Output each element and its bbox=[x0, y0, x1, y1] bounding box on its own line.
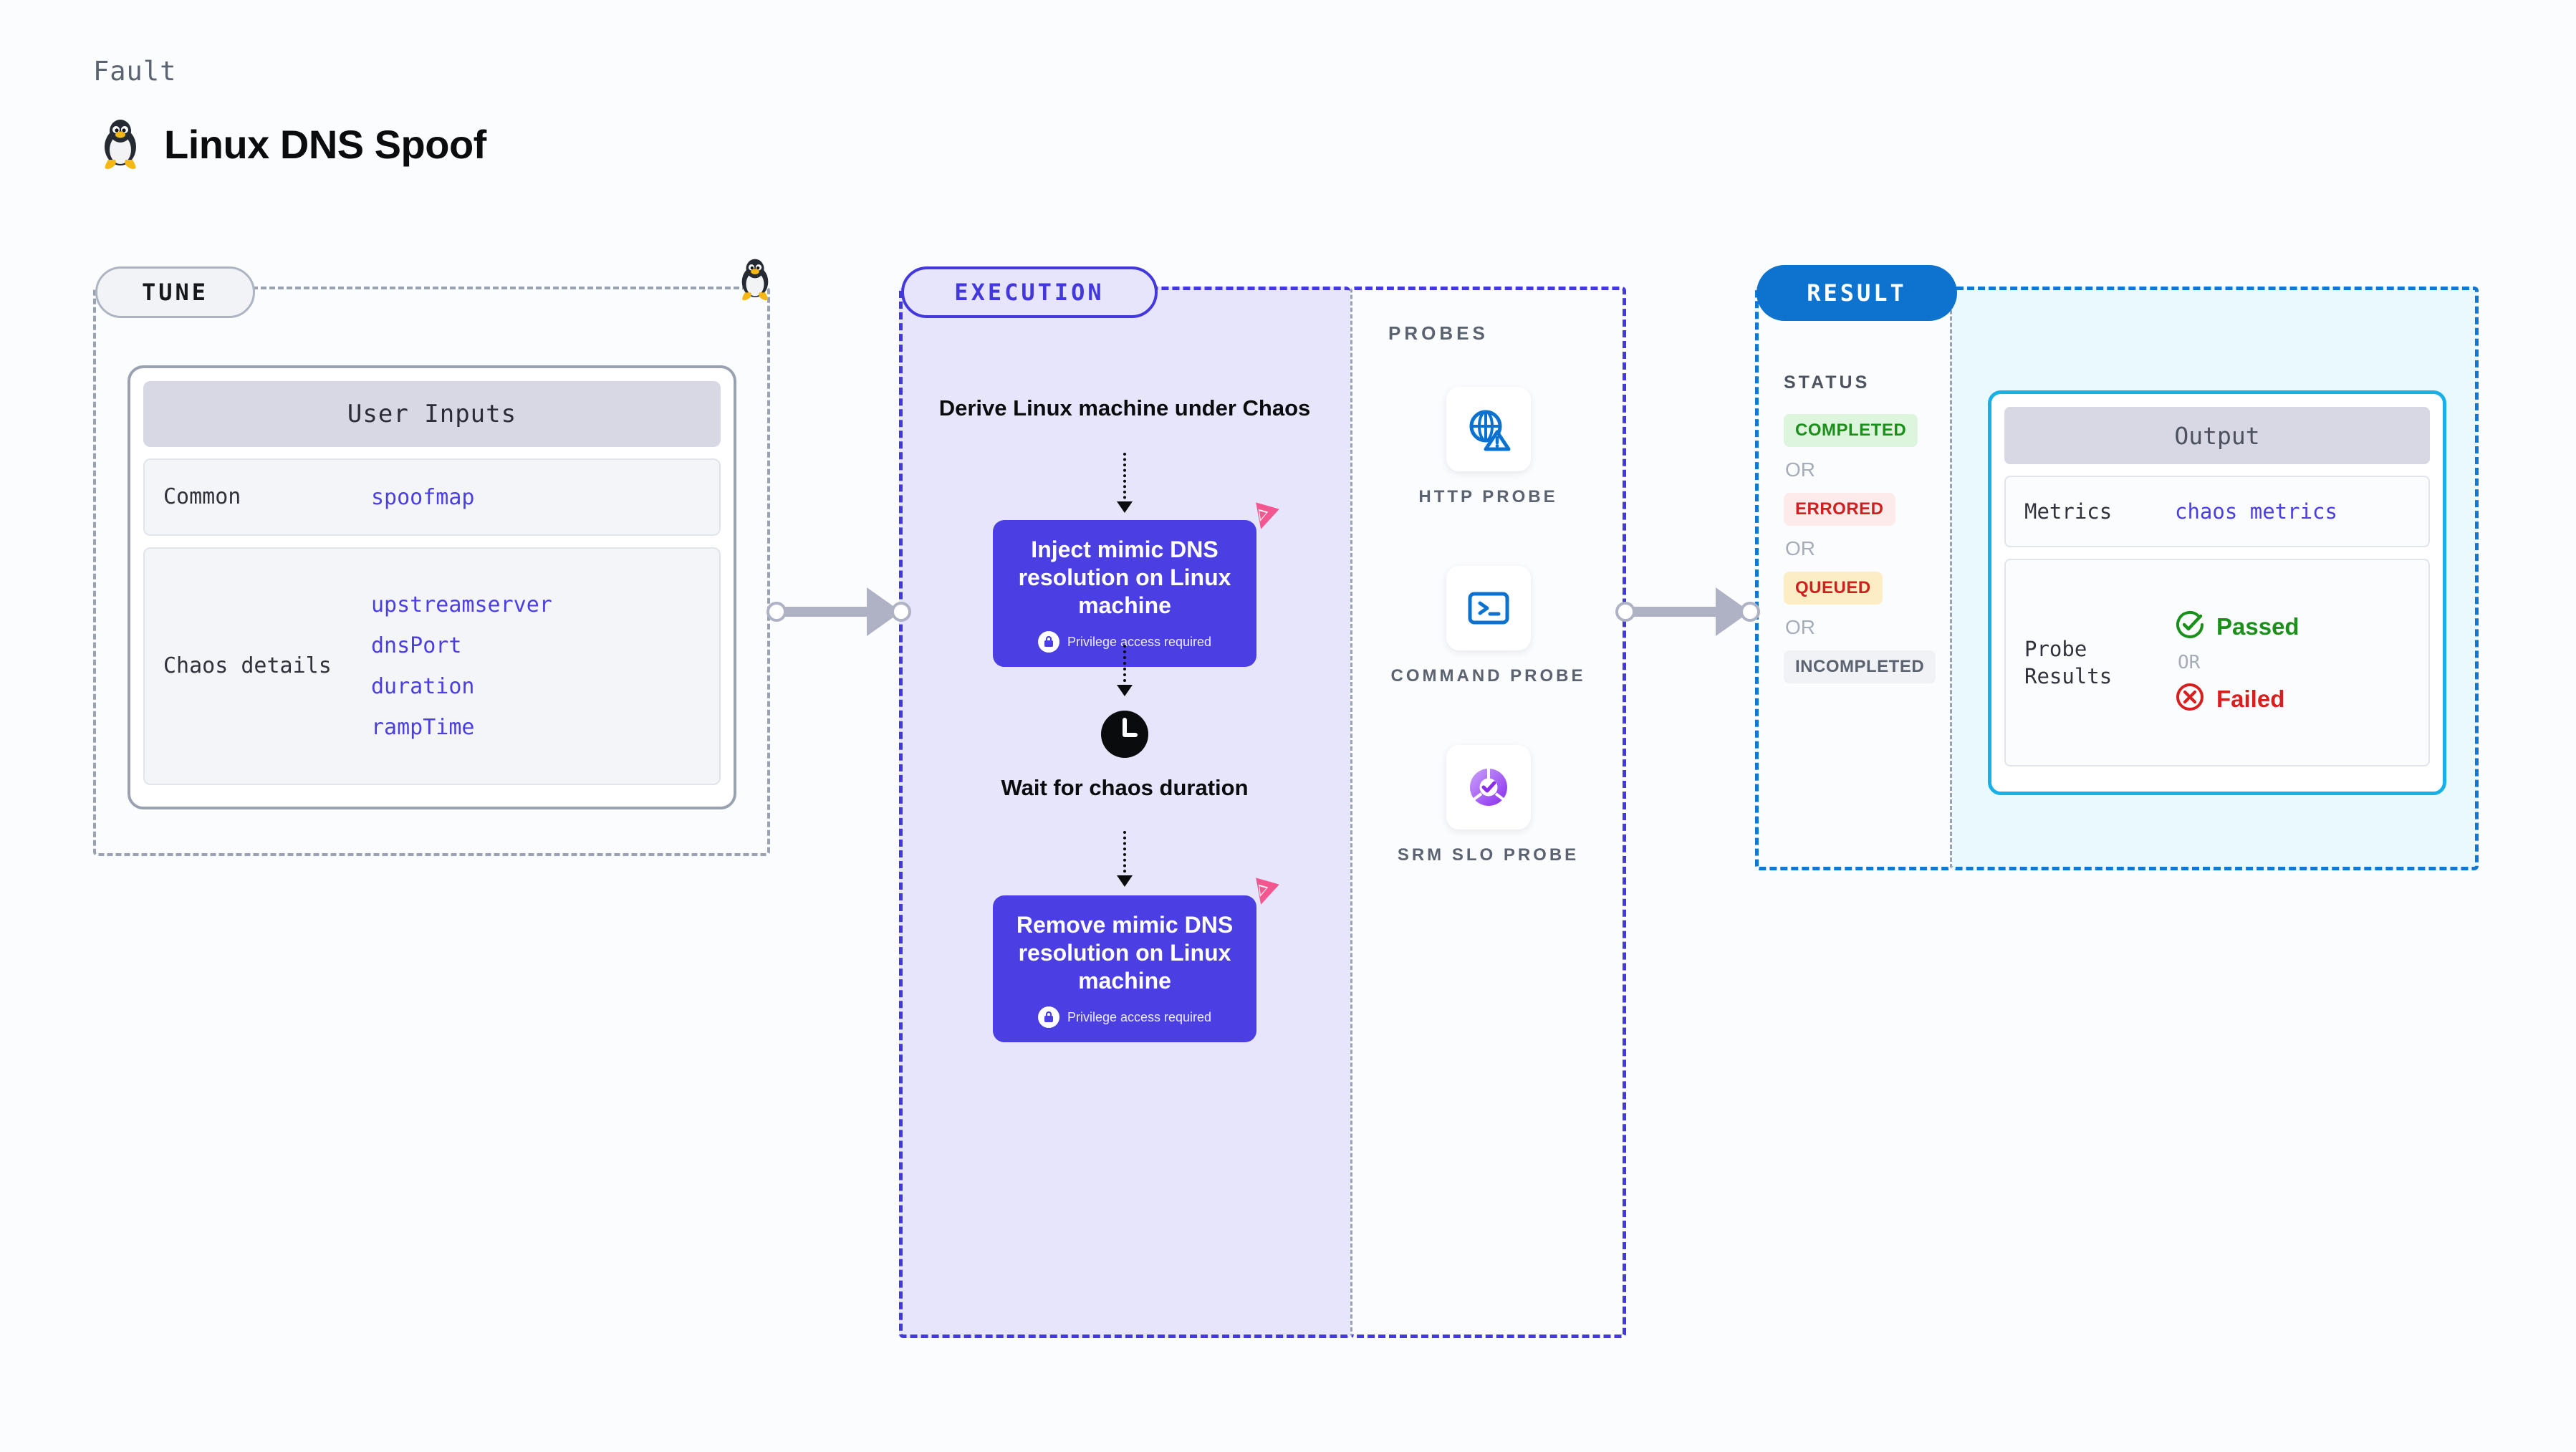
x-circle-icon bbox=[2175, 682, 2205, 716]
output-metrics-key: Metrics bbox=[2024, 499, 2113, 524]
lock-icon bbox=[1037, 631, 1059, 653]
fault-kicker: Fault bbox=[93, 56, 177, 87]
step-inject-dns[interactable]: Inject mimic DNS resolution on Linux mac… bbox=[993, 502, 1279, 668]
output-probe-results-values: Passed OR Failed bbox=[2175, 610, 2299, 716]
connector-line bbox=[1628, 607, 1716, 617]
probe-result-failed-label: Failed bbox=[2216, 685, 2285, 712]
step-remove-privilege-note: Privilege access required bbox=[1006, 1006, 1244, 1029]
tune-param-spoofmap[interactable]: spoofmap bbox=[371, 484, 475, 510]
slo-donut-check-icon bbox=[1446, 745, 1531, 830]
check-circle-icon bbox=[2175, 610, 2205, 643]
step-inject-privilege-text: Privilege access required bbox=[1067, 634, 1212, 649]
clock-icon bbox=[1100, 709, 1150, 759]
tune-param-upstreamserver[interactable]: upstreamserver bbox=[371, 592, 552, 617]
flow-arrowhead-3 bbox=[1117, 875, 1133, 887]
tune-row-chaos-details: Chaos details upstreamserver dnsPort dur… bbox=[143, 547, 721, 785]
tune-param-dnsport[interactable]: dnsPort bbox=[371, 633, 462, 658]
tune-linux-tux-icon bbox=[736, 258, 774, 304]
flow-arrowhead-1 bbox=[1117, 501, 1133, 513]
result-section-pill[interactable]: RESULT bbox=[1756, 265, 1957, 321]
status-badge-completed: COMPLETED bbox=[1784, 414, 1918, 447]
output-row-metrics: Metrics chaos metrics bbox=[2004, 476, 2430, 547]
status-badge-incompleted: INCOMPLETED bbox=[1784, 650, 1936, 683]
tune-row-common-key: Common bbox=[163, 484, 241, 509]
connector-end-dot bbox=[891, 602, 911, 622]
globe-warning-icon bbox=[1446, 387, 1531, 471]
flow-connector-2 bbox=[1123, 645, 1126, 688]
flow-arrowhead-2 bbox=[1117, 685, 1133, 696]
connector-start-dot bbox=[766, 602, 787, 622]
status-badge-errored: ERRORED bbox=[1784, 493, 1895, 526]
status-or-3: OR bbox=[1785, 616, 1815, 638]
tune-row-chaos-values: upstreamserver dnsPort duration rampTime bbox=[371, 592, 552, 740]
step-remove-privilege-text: Privilege access required bbox=[1067, 1009, 1212, 1024]
output-row-probe-results: Probe Results Passed OR bbox=[2004, 559, 2430, 766]
page-title: Linux DNS Spoof bbox=[164, 121, 486, 167]
execution-flow: Derive Linux machine under Chaos Inject … bbox=[899, 287, 1350, 1338]
litmus-badge-icon bbox=[1242, 875, 1279, 915]
flow-connector-3 bbox=[1123, 831, 1126, 878]
derive-machine-label: Derive Linux machine under Chaos bbox=[938, 395, 1311, 420]
tune-row-common: Common spoofmap bbox=[143, 458, 721, 536]
status-or-1: OR bbox=[1785, 458, 1815, 481]
output-card: Output Metrics chaos metrics Probe Resul… bbox=[1988, 390, 2446, 795]
user-inputs-card: User Inputs Common spoofmap Chaos detail… bbox=[128, 365, 736, 809]
output-metrics-value[interactable]: chaos metrics bbox=[2175, 499, 2337, 524]
litmus-badge-icon bbox=[1242, 500, 1279, 539]
status-badge-queued: QUEUED bbox=[1784, 572, 1883, 605]
connector-end-dot bbox=[1740, 602, 1760, 622]
page-title-row: Linux DNS Spoof bbox=[98, 118, 486, 170]
wait-duration-label: Wait for chaos duration bbox=[1001, 775, 1249, 800]
probe-http-caption: HTTP PROBE bbox=[1418, 487, 1558, 506]
connector-line bbox=[779, 607, 867, 617]
probe-srm-slo[interactable]: SRM SLO PROBE bbox=[1350, 745, 1626, 866]
connector-probes-to-result bbox=[1615, 587, 1760, 636]
tune-row-chaos-key: Chaos details bbox=[163, 653, 332, 678]
tune-row-common-values: spoofmap bbox=[371, 485, 475, 510]
linux-tux-icon bbox=[98, 118, 143, 170]
probe-command[interactable]: COMMAND PROBE bbox=[1350, 566, 1626, 687]
tune-param-duration[interactable]: duration bbox=[371, 674, 475, 699]
step-inject-title: Inject mimic DNS resolution on Linux mac… bbox=[1018, 537, 1231, 619]
connector-tune-to-execution bbox=[766, 587, 911, 636]
tune-section-pill[interactable]: TUNE bbox=[95, 266, 255, 318]
lock-icon bbox=[1037, 1006, 1059, 1029]
probe-result-failed: Failed bbox=[2175, 682, 2299, 716]
probes-title: PROBES bbox=[1388, 322, 1489, 344]
user-inputs-header: User Inputs bbox=[143, 381, 721, 447]
step-inject-privilege-note: Privilege access required bbox=[1006, 631, 1244, 653]
tune-panel bbox=[93, 287, 770, 856]
probe-result-or: OR bbox=[2178, 652, 2201, 673]
probe-command-caption: COMMAND PROBE bbox=[1390, 666, 1586, 686]
step-remove-title: Remove mimic DNS resolution on Linux mac… bbox=[1016, 912, 1234, 994]
status-list: COMPLETED OR ERRORED OR QUEUED OR INCOMP… bbox=[1784, 414, 1948, 683]
output-header: Output bbox=[2004, 407, 2430, 464]
status-or-2: OR bbox=[1785, 537, 1815, 559]
connector-start-dot bbox=[1615, 602, 1635, 622]
tune-param-ramptime[interactable]: rampTime bbox=[371, 715, 475, 740]
step-remove-dns[interactable]: Remove mimic DNS resolution on Linux mac… bbox=[993, 878, 1279, 1043]
probe-result-passed-label: Passed bbox=[2216, 612, 2299, 640]
status-title: STATUS bbox=[1784, 372, 1870, 393]
probe-srm-slo-caption: SRM SLO PROBE bbox=[1397, 845, 1580, 865]
terminal-icon bbox=[1446, 566, 1531, 650]
flow-connector-1 bbox=[1123, 453, 1126, 504]
output-probe-results-key: Probe Results bbox=[2024, 636, 2113, 688]
probe-http[interactable]: HTTP PROBE bbox=[1350, 387, 1626, 508]
probe-result-passed: Passed bbox=[2175, 610, 2299, 643]
execution-section-pill[interactable]: EXECUTION bbox=[901, 266, 1158, 318]
